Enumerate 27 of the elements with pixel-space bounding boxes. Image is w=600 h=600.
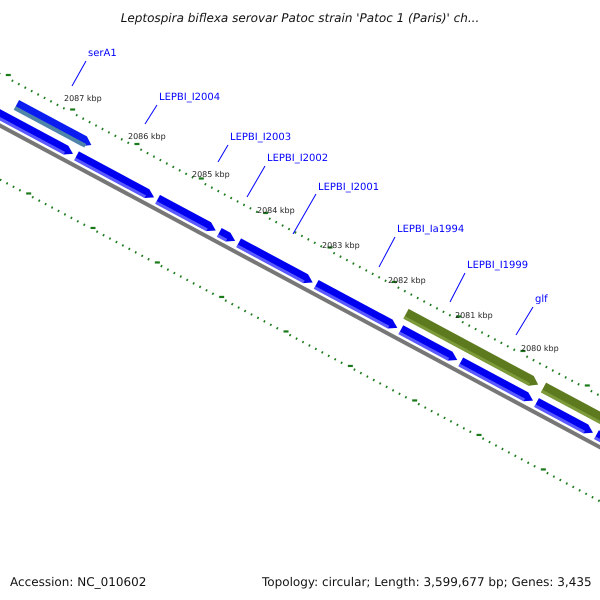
scale-label: 2081 kbp [455,312,493,320]
gene-label: LEPBI_I2004 [159,93,220,103]
scale-label: 2085 kbp [192,171,230,179]
leader-line [450,272,466,302]
scale-label: 2084 kbp [257,207,295,215]
scale-label: 2087 kbp [64,95,102,103]
leader-line [292,194,316,234]
gene-label: LEPBI_I2002 [267,154,328,164]
scale-label: 2083 kbp [322,242,360,250]
gene-label: LEPBI_I2001 [318,183,380,193]
gene-label: serA1 [88,49,117,59]
gene-label: LEPBI_I2003 [230,133,292,143]
leader-line [72,60,86,86]
gene-label: glf [535,295,548,305]
leader-line [144,104,158,124]
gene-label: LEPBI_Ia1994 [397,225,464,235]
leader-line [218,144,228,162]
scale-label: 2082 kbp [388,277,426,285]
gene-label: LEPBI_I1999 [467,261,528,271]
leader-line [246,166,266,198]
accession-text: Accession: NC_010602 [10,576,146,588]
title: Leptospira biflexa serovar Patoc strain 'Patoc 1 (Paris)' ch... [120,12,480,24]
genome-info-text: Topology: circular; Length: 3,599,677 bp; Genes: 3,435 [262,576,592,588]
scale-label: 2086 kbp [128,133,166,141]
scale-label: 2080 kbp [521,345,559,353]
leader-line [516,306,534,336]
leader-line [378,236,396,268]
